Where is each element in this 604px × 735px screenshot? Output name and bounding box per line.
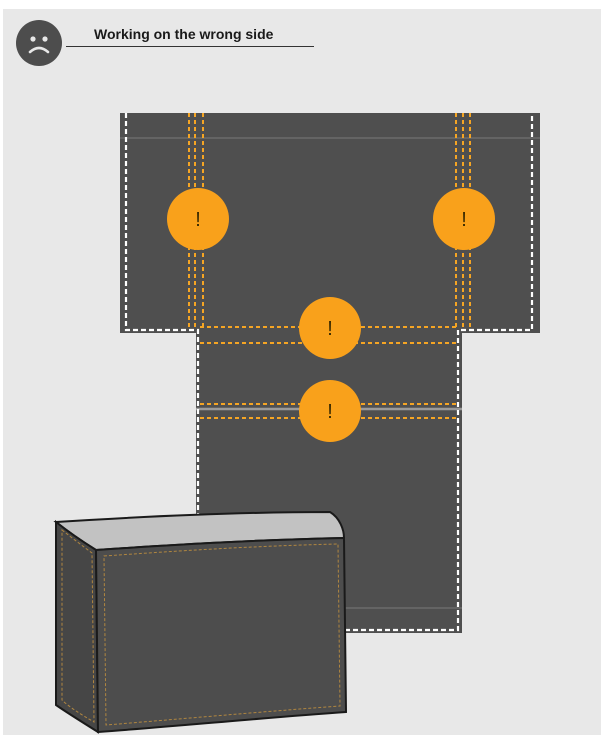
warning-symbol: !: [327, 401, 333, 423]
warning-symbol: !: [327, 318, 333, 340]
warning-marker-left: !: [167, 188, 229, 250]
warning-symbol: !: [461, 209, 467, 231]
warning-marker-center-bottom: !: [299, 380, 361, 442]
warning-symbol: !: [195, 209, 201, 231]
sad-face-icon: [16, 20, 62, 66]
warning-marker-center-top: !: [299, 297, 361, 359]
page-title: Working on the wrong side: [94, 26, 274, 42]
title-underline: [66, 46, 314, 47]
assembled-box-illustration: [53, 510, 348, 734]
stitch-outline: [124, 113, 534, 632]
warning-marker-right: !: [433, 188, 495, 250]
